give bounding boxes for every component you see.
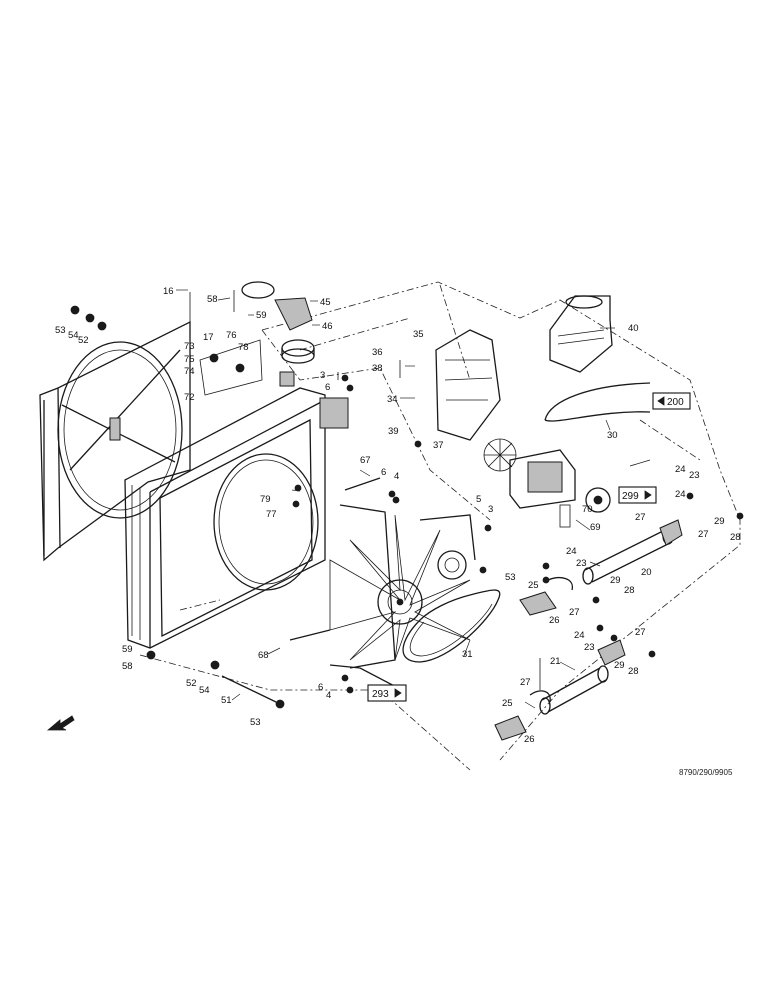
part-label: 27 [520, 677, 531, 688]
fan-shroud [39, 320, 191, 562]
part-label: 26 [549, 615, 560, 626]
part-label: 53 [250, 717, 261, 728]
reference-box-293[interactable]: 293 [367, 684, 407, 702]
part-label: 29 [610, 575, 621, 586]
direction-arrow [46, 715, 75, 731]
part-label: 4 [326, 690, 331, 701]
reference-box-299[interactable]: 299 [618, 486, 657, 504]
part-label: 29 [614, 660, 625, 671]
part-label: 59 [256, 310, 267, 321]
part-label: 70 [582, 504, 593, 515]
part-label: 73 [184, 341, 195, 352]
part-label: 34 [387, 394, 398, 405]
part-label: 28 [730, 532, 741, 543]
pipe-20 [582, 519, 683, 585]
part-label: 67 [360, 455, 371, 466]
part-label: 45 [320, 297, 331, 308]
part-label: 74 [184, 366, 195, 377]
drawing-code: 8790/290/9905 [679, 768, 733, 777]
air-intake-duct [549, 295, 613, 373]
part-label: 29 [714, 516, 725, 527]
clamp-26 [529, 577, 573, 703]
part-label: 52 [78, 335, 89, 346]
part-label: 31 [462, 649, 473, 660]
part-label: 27 [635, 627, 646, 638]
part-label: 54 [199, 685, 210, 696]
part-label: 25 [528, 580, 539, 591]
part-label: 28 [628, 666, 639, 677]
fasteners [70, 290, 744, 709]
part-label: 24 [566, 546, 577, 557]
part-label: 5 [476, 494, 481, 505]
part-label: 3 [320, 370, 325, 381]
part-label: 6 [318, 682, 323, 693]
part-label: 16 [163, 286, 174, 297]
part-label: 27 [569, 607, 580, 618]
part-label: 21 [550, 656, 561, 667]
part-label: 53 [55, 325, 66, 336]
part-label: 24 [675, 464, 686, 475]
belt-30 [544, 382, 651, 422]
gearbox [483, 438, 611, 528]
part-label: 53 [505, 572, 516, 583]
part-label: 72 [184, 392, 195, 403]
part-label: 54 [68, 330, 79, 341]
part-label: 51 [221, 695, 232, 706]
part-label: 26 [524, 734, 535, 745]
part-label: 4 [394, 471, 399, 482]
part-label: 38 [372, 363, 383, 374]
radiator-frame [124, 339, 349, 649]
part-label: 3 [488, 504, 493, 515]
part-label: 40 [628, 323, 639, 334]
clamp-25-lower [494, 715, 527, 741]
part-label: 68 [258, 650, 269, 661]
part-label: 20 [641, 567, 652, 578]
part-label: 58 [207, 294, 218, 305]
part-label: 75 [184, 354, 195, 365]
part-label: 35 [413, 329, 424, 340]
part-label: 77 [266, 509, 277, 520]
part-label: 23 [584, 642, 595, 653]
clamp-25-upper [519, 591, 557, 616]
hose-45 [241, 281, 315, 364]
part-label: 52 [186, 678, 197, 689]
assembly-outline [139, 281, 741, 771]
part-label: 79 [260, 494, 271, 505]
part-label: 25 [502, 698, 513, 709]
part-label: 28 [624, 585, 635, 596]
reference-label-299: 299 [622, 491, 639, 502]
part-label: 58 [122, 661, 133, 672]
part-label: 27 [698, 529, 709, 540]
leader-lines [176, 289, 625, 709]
part-label: 17 [203, 332, 214, 343]
part-label: 6 [325, 382, 330, 393]
part-label: 37 [433, 440, 444, 451]
part-label: 36 [372, 347, 383, 358]
part-label: 30 [607, 430, 618, 441]
part-label: 23 [689, 470, 700, 481]
pipe-21 [539, 639, 626, 715]
reference-label-293: 293 [372, 689, 389, 700]
part-label: 24 [675, 489, 686, 500]
part-label: 69 [590, 522, 601, 533]
fan-wheel [329, 514, 471, 661]
part-label: 78 [238, 342, 249, 353]
part-label: 46 [322, 321, 333, 332]
part-label: 76 [226, 330, 237, 341]
part-labels: 16 58 45 46 59 53 54 52 17 73 76 78 75 7… [55, 286, 741, 745]
part-label: 24 [574, 630, 585, 641]
duct-elbow [435, 329, 501, 441]
part-label: 27 [635, 512, 646, 523]
fan-bracket [329, 504, 476, 691]
pulley [437, 550, 467, 580]
part-label: 59 [122, 644, 133, 655]
belt-31 [402, 589, 501, 663]
part-label: 39 [388, 426, 399, 437]
part-label: 23 [576, 558, 587, 569]
part-label: 6 [381, 467, 386, 478]
reference-label-200: 200 [667, 397, 684, 408]
reference-box-200[interactable]: 200 [652, 392, 691, 410]
